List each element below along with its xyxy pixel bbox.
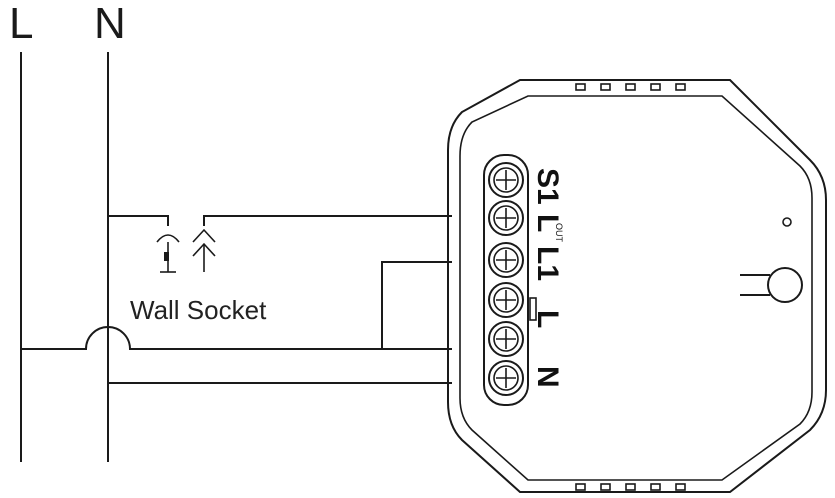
status-led-icon	[782, 217, 792, 227]
terminal-label-l: L	[531, 310, 564, 328]
terminal-screw-4-icon	[488, 282, 524, 318]
smart-switch-module	[447, 79, 827, 493]
module-side-notch	[529, 297, 537, 321]
bottom-vent-slots	[575, 483, 686, 491]
l1-bridge-wire	[381, 261, 452, 349]
terminal-block-housing	[483, 154, 529, 406]
wall-socket-label: Wall Socket	[130, 295, 267, 325]
terminal-label-lout-sub: OUT	[554, 223, 564, 243]
terminal-screw-3-icon	[488, 242, 524, 278]
terminal-label-l1: L1	[531, 246, 564, 281]
terminal-block	[483, 154, 529, 406]
terminal-screw-2-icon	[488, 200, 524, 236]
terminal-screw-6-icon	[488, 360, 524, 396]
socket-neutral-wire	[108, 215, 169, 226]
top-vent-slots	[575, 83, 686, 91]
module-outer-shell	[447, 79, 827, 493]
terminal-label-s1: S1	[531, 168, 564, 205]
module-inner-shell	[459, 95, 813, 481]
live-wire-label: L	[9, 0, 33, 48]
terminal-label-lout: L	[531, 214, 564, 232]
terminal-label-n: N	[531, 366, 564, 388]
neutral-wire-label: N	[94, 0, 126, 48]
terminal-screw-5-icon	[488, 321, 524, 357]
pairing-button-icon	[740, 267, 803, 303]
live-feed-wire	[21, 326, 452, 350]
socket-load-wire	[203, 215, 452, 226]
wall-socket-symbol	[156, 228, 216, 273]
terminal-screw-1-icon	[488, 162, 524, 198]
